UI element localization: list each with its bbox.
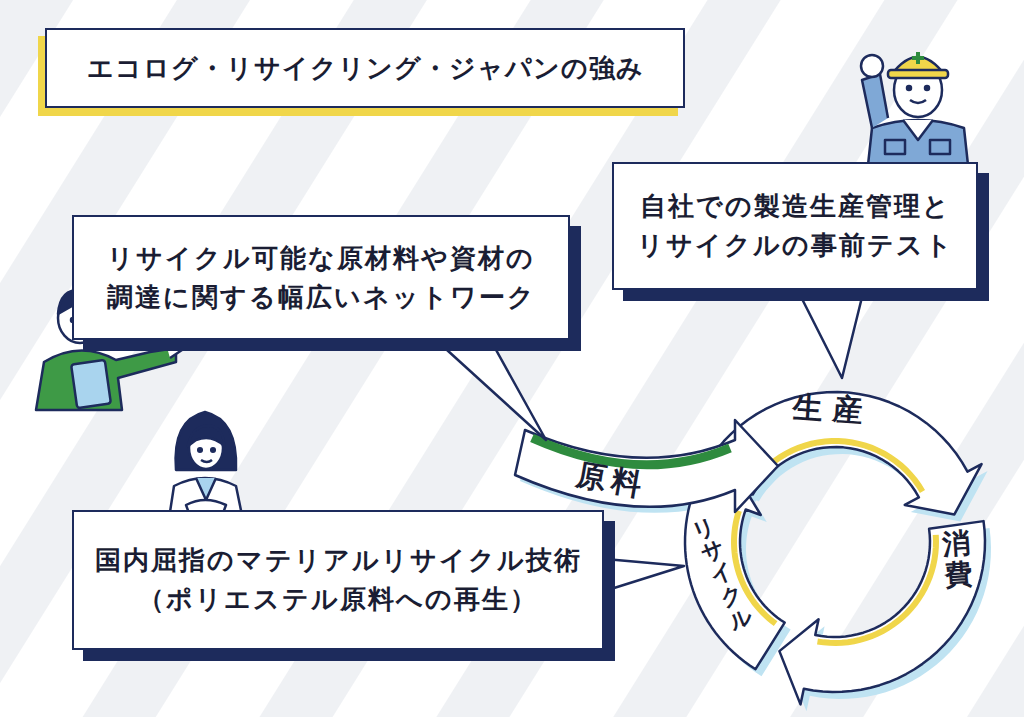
callout-tail [795,285,865,378]
cycle-label: 生産 [792,387,875,433]
worker-figure [861,52,968,165]
cycle-label: 消費 [941,528,973,591]
title-box: エコログ・リサイクリング・ジャパンの強み [45,28,685,108]
woman-figure [168,412,244,525]
callout-text: 国内屈指のマテリアルリサイクル技術 （ポリエステル原料への再生） [92,541,584,619]
callout-box: 国内屈指のマテリアルリサイクル技術 （ポリエステル原料への再生） [72,510,604,650]
title-text: エコログ・リサイクリング・ジャパンの強み [87,49,644,88]
cycle-arrow [779,521,985,704]
intake-arrow [515,420,778,512]
inner-ring [817,535,936,643]
green-stripe [532,438,730,465]
callout-text: 自社での製造生産管理と リサイクルの事前テスト [632,187,958,265]
callout-tail [425,330,546,440]
callout-box: 自社での製造生産管理と リサイクルの事前テスト [612,162,978,290]
callout-box: リサイクル可能な原材料や資材の 調達に関する幅広いネットワーク [72,215,570,340]
callout-text: リサイクル可能な原材料や資材の 調達に関する幅広いネットワーク [103,239,539,317]
